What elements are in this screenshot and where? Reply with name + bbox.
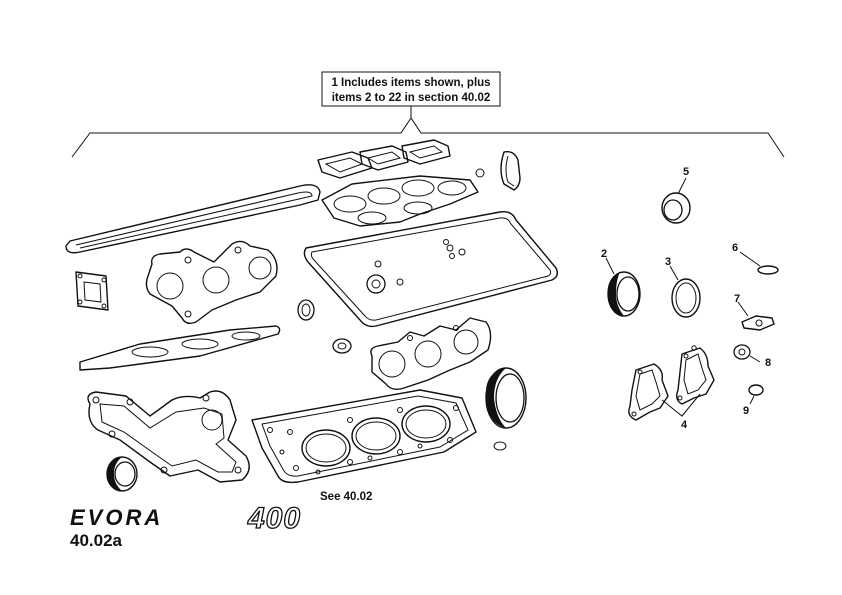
- see-reference-text: See 40.02: [320, 491, 372, 503]
- turbo-flange-gasket: [75, 271, 109, 311]
- part-2-crank-seal: 2: [601, 248, 641, 317]
- part-7-flat-gasket: 7: [734, 293, 775, 331]
- thermostat-seal: [500, 150, 521, 191]
- exhaust-manifold-gasket-lower: [87, 390, 250, 483]
- rear-crank-seal: [485, 367, 527, 429]
- label-item-4: 4: [681, 419, 688, 431]
- part-6-o-ring: 6: [732, 242, 779, 275]
- part-5-cam-seal: 5: [661, 166, 691, 224]
- logo-model-text: EVORA: [70, 505, 163, 530]
- label-item-9: 9: [743, 405, 749, 417]
- figure-number: 40.02a: [70, 531, 123, 550]
- manifold-plate-gasket: [79, 325, 281, 371]
- intake-lower-gasket: [321, 175, 479, 227]
- part-9-o-ring: 9: [743, 384, 764, 417]
- callout-line-1: 1 Includes items shown, plus: [331, 77, 490, 89]
- exhaust-manifold-gasket-left: [145, 240, 278, 325]
- label-item-8: 8: [765, 357, 771, 369]
- small-seal-left: [297, 299, 315, 321]
- part-8-washer: 8: [733, 344, 771, 369]
- part-3-ring-seal: 3: [665, 256, 701, 318]
- cam-cover-gasket: [303, 210, 559, 328]
- label-item-3: 3: [665, 256, 671, 268]
- evora-400-logo: EVORA 400: [70, 501, 301, 535]
- intake-upper-gasket-row: [317, 139, 485, 179]
- label-item-2: 2: [601, 248, 607, 260]
- o-ring-small-lower: [493, 441, 507, 451]
- callout-box: 1 Includes items shown, plus items 2 to …: [321, 71, 501, 118]
- exhaust-manifold-gasket-center: [370, 317, 492, 391]
- group-bracket: [71, 117, 785, 158]
- cylinder-head-gasket: [251, 389, 477, 484]
- label-item-5: 5: [683, 166, 689, 178]
- part-4-water-outlet-gaskets: 4: [628, 345, 715, 431]
- label-item-6: 6: [732, 242, 738, 254]
- label-item-7: 7: [734, 293, 740, 305]
- callout-line-2: items 2 to 22 in section 40.02: [332, 92, 491, 104]
- small-seal-center: [332, 338, 352, 354]
- logo-variant-text: 400: [247, 502, 301, 535]
- cover-strip-gasket: [65, 184, 321, 254]
- front-crank-seal: [106, 456, 138, 492]
